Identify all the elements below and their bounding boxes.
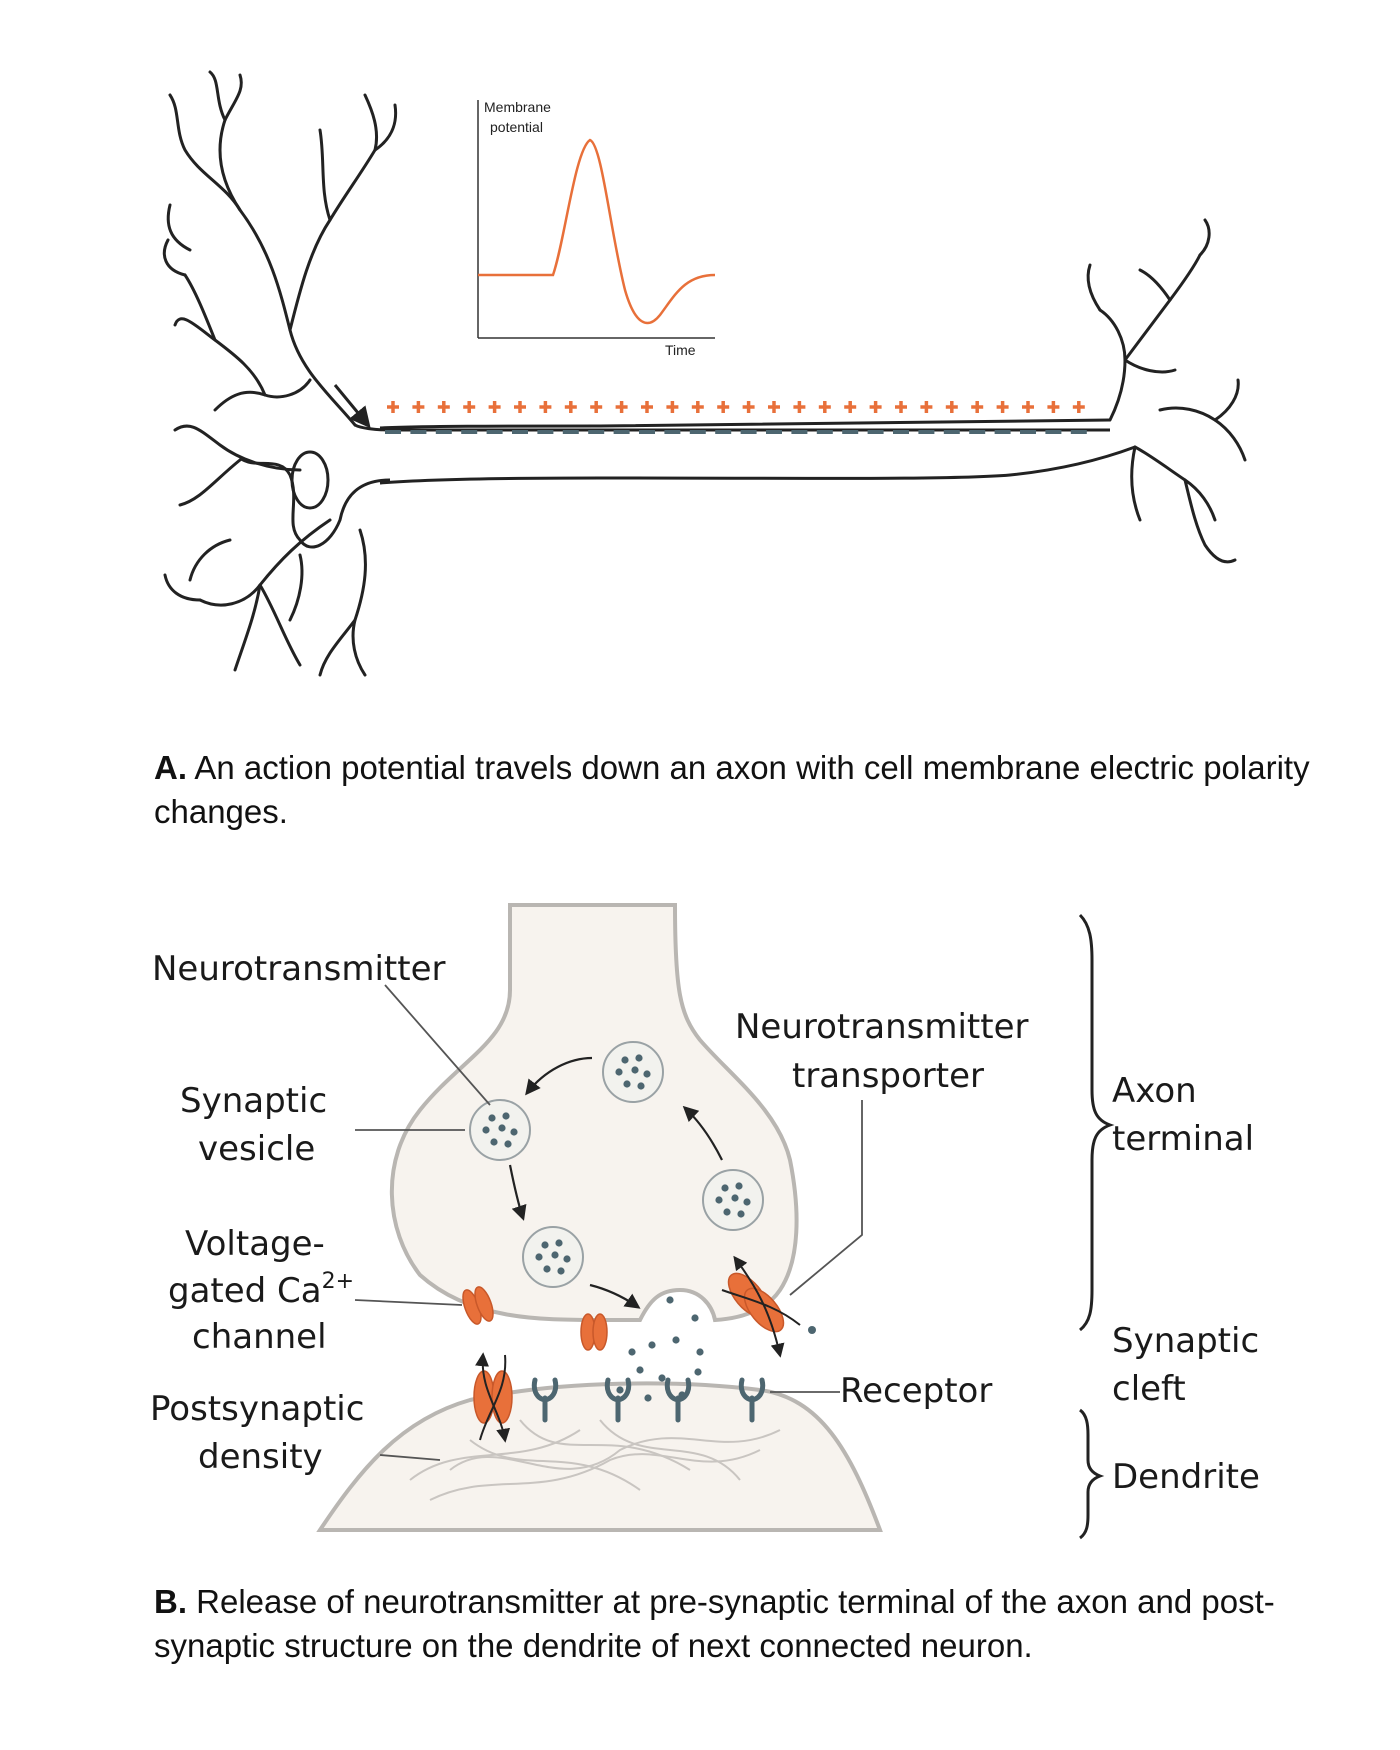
axon-terminal-branches [1086, 218, 1247, 564]
receptor [531, 1377, 559, 1423]
plus-sign [742, 401, 755, 413]
label-transporter: Neurotransmitter [735, 1007, 1028, 1047]
axon [379, 418, 1136, 485]
label-voltage-gated-2: gated Ca2+ [168, 1269, 354, 1311]
synaptic-vesicles [469, 1041, 764, 1288]
neurotransmitter-molecule [658, 1374, 666, 1382]
plus-sign [869, 401, 882, 413]
plus-sign [945, 401, 958, 413]
label-postsynaptic-density-2: density [198, 1437, 323, 1477]
plus-sign [920, 401, 933, 413]
neurotransmitter-molecule [628, 1348, 636, 1356]
neurotransmitter-molecule [644, 1394, 652, 1402]
label-voltage-gated: Voltage- [185, 1224, 325, 1264]
plus-sign [717, 401, 730, 413]
neurotransmitter-molecule [696, 1348, 704, 1356]
receptor [604, 1377, 632, 1423]
plus-sign [590, 401, 603, 413]
plus-sign [437, 401, 450, 413]
brace-axon-terminal [1078, 913, 1115, 1332]
plus-sign [412, 401, 425, 413]
label-receptor: Receptor [840, 1371, 992, 1411]
graph-x-label: Time [665, 342, 696, 358]
caption-b: B. Release of neurotransmitter at pre-sy… [154, 1583, 1275, 1664]
label-axon-terminal-2: terminal [1112, 1119, 1254, 1159]
brace-dendrite [1079, 1408, 1105, 1540]
positive-charges-row [387, 401, 1085, 413]
neurotransmitter-molecule [636, 1366, 644, 1374]
postsynaptic-density-fibers [409, 1419, 781, 1501]
membrane-potential-graph: Membrane potential Time [477, 99, 716, 358]
plus-sign [666, 401, 679, 413]
panel-a-neuron [162, 70, 1247, 677]
action-potential-curve [478, 138, 716, 325]
panel-b-synapse: Neurotransmitter Synaptic vesicle Voltag… [150, 903, 1260, 1540]
voltage-gated-ca-channel [462, 1286, 608, 1351]
label-synaptic-vesicle: Synaptic [180, 1081, 327, 1121]
label-axon-terminal: Axon [1112, 1071, 1197, 1111]
plus-sign [793, 401, 806, 413]
label-neurotransmitter: Neurotransmitter [152, 949, 445, 989]
neuron-dendrites [162, 70, 398, 507]
plus-sign [818, 401, 831, 413]
plus-sign [615, 401, 628, 413]
label-synaptic-cleft: Synaptic [1112, 1321, 1259, 1361]
synaptic-vesicle [522, 1226, 584, 1288]
neurotransmitter-transporter [721, 1255, 816, 1358]
receptors [531, 1377, 766, 1423]
neurotransmitter-molecule [648, 1341, 656, 1349]
plus-sign [691, 401, 704, 413]
plus-sign [844, 401, 857, 413]
receptor [738, 1377, 766, 1423]
plus-sign [463, 401, 476, 413]
plus-sign [1022, 401, 1034, 413]
plus-sign [641, 401, 653, 413]
synaptic-vesicle [602, 1041, 664, 1103]
plus-sign [514, 401, 526, 413]
neurotransmitter-molecule [616, 1386, 624, 1394]
plus-sign [996, 401, 1009, 413]
plus-sign [768, 401, 780, 413]
graph-y-label: Membrane [484, 99, 551, 115]
synaptic-vesicle [469, 1099, 531, 1161]
label-transporter-2: transporter [792, 1056, 984, 1096]
label-synaptic-cleft-2: cleft [1112, 1369, 1186, 1409]
plus-sign [387, 401, 399, 413]
plus-sign [895, 401, 907, 413]
synaptic-vesicle [702, 1169, 764, 1231]
graph-y-label-2: potential [490, 119, 543, 135]
label-postsynaptic-density: Postsynaptic [150, 1389, 364, 1429]
propagation-arrow [333, 384, 371, 429]
plus-sign [539, 401, 552, 413]
plus-sign [564, 401, 577, 413]
presynaptic-terminal [389, 903, 799, 1323]
neuron-soma [239, 423, 1110, 549]
neurotransmitter-molecule [666, 1296, 674, 1304]
postsynaptic-ion-channel [473, 1352, 513, 1443]
plus-sign [1047, 401, 1060, 413]
neurotransmitter-molecule [691, 1314, 699, 1322]
plus-sign [971, 401, 984, 413]
plus-sign [1072, 401, 1085, 413]
label-synaptic-vesicle-2: vesicle [198, 1129, 315, 1169]
leader-lines [354, 984, 863, 1461]
label-dendrite: Dendrite [1112, 1457, 1260, 1497]
caption-a: A. An action potential travels down an a… [154, 749, 1310, 830]
receptor [664, 1377, 692, 1423]
label-channel: channel [192, 1317, 327, 1357]
neuron-nucleus [290, 450, 330, 510]
neurotransmitter-molecule [694, 1368, 702, 1376]
vesicle-cycle-arrows [508, 1056, 723, 1309]
plus-sign [488, 401, 501, 413]
neurotransmitter-molecule [672, 1336, 680, 1344]
neuron-lower-dendrites [163, 518, 367, 677]
